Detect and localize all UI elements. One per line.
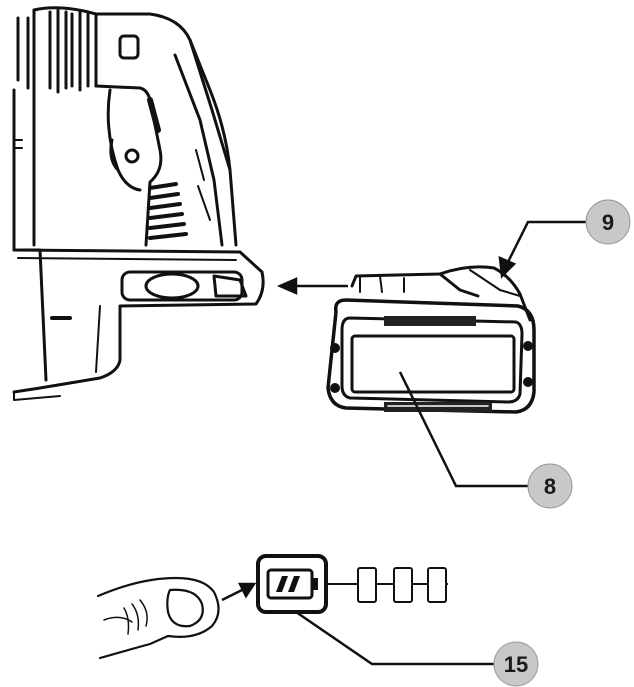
battery-gauge-icon bbox=[256, 554, 328, 614]
battery-pack bbox=[326, 265, 536, 414]
insert-arrow bbox=[276, 277, 348, 295]
leader-15 bbox=[295, 610, 494, 666]
callout-label-9: 9 bbox=[602, 210, 614, 235]
callout-label-8: 8 bbox=[544, 474, 556, 499]
finger-press bbox=[96, 576, 220, 660]
leader-9 bbox=[498, 220, 592, 279]
charge-segment bbox=[393, 567, 413, 603]
battery-label-strip bbox=[384, 316, 476, 326]
callout-label-15: 15 bbox=[504, 652, 528, 677]
callout-9: 9 bbox=[585, 199, 631, 245]
callout-15: 15 bbox=[493, 641, 539, 687]
leader-8 bbox=[398, 371, 530, 488]
drill-body bbox=[12, 6, 265, 401]
charge-segment bbox=[357, 567, 377, 603]
charge-indicator bbox=[326, 567, 448, 603]
press-arrow bbox=[221, 582, 257, 602]
charge-segment bbox=[427, 567, 447, 603]
callout-8: 8 bbox=[527, 463, 573, 509]
